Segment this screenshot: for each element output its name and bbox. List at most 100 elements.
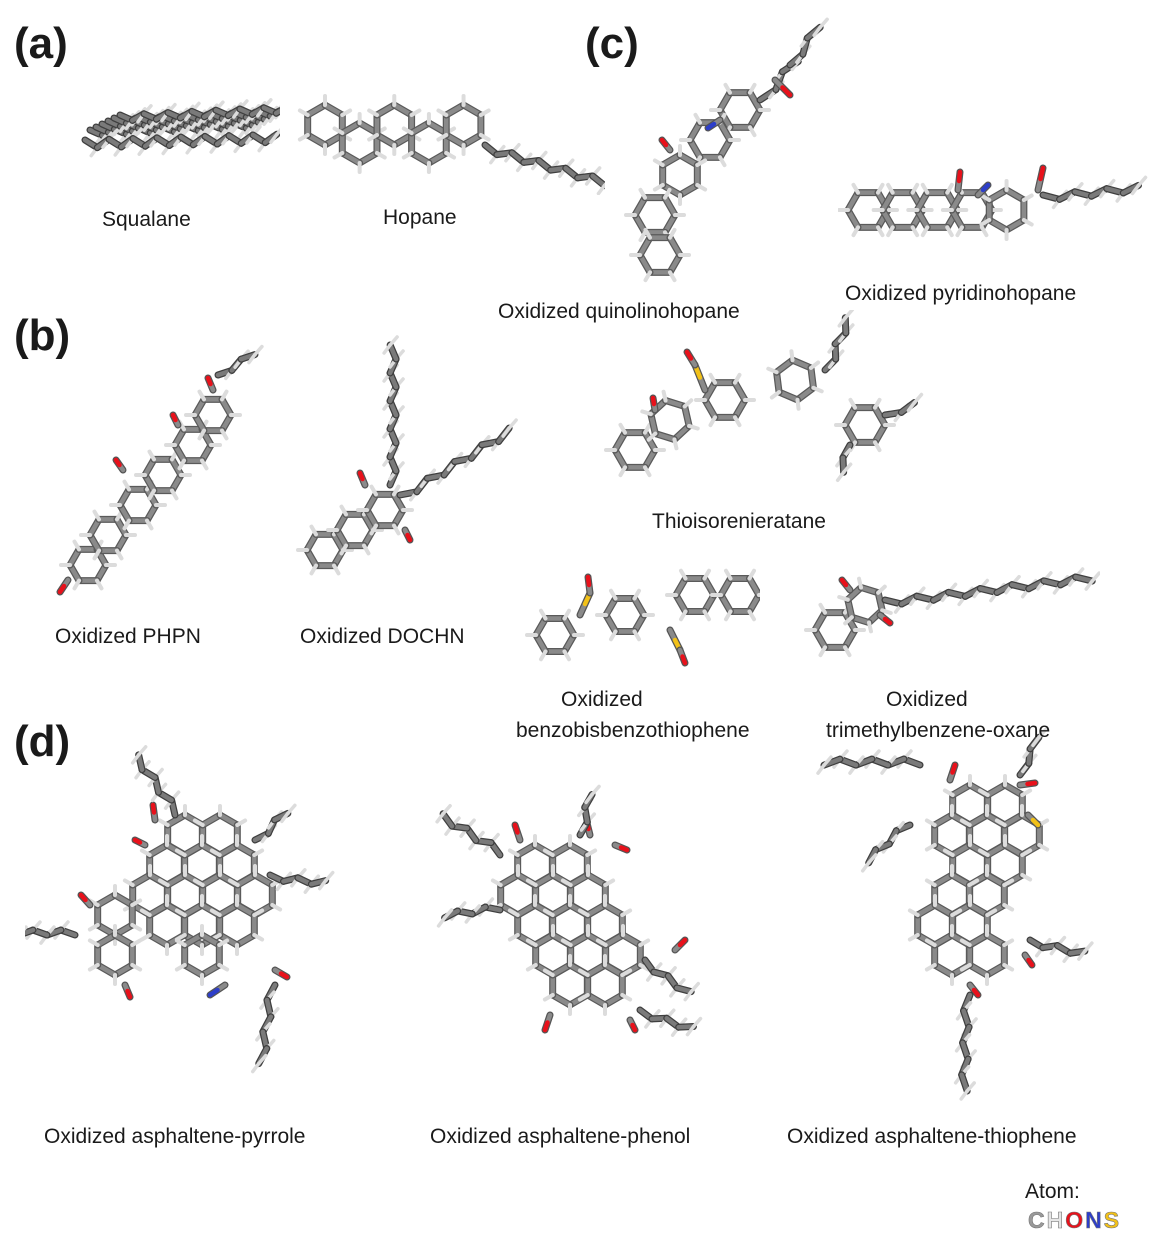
atom-legend-title: Atom: — [1025, 1180, 1080, 1203]
bond — [685, 1024, 696, 1037]
bond — [620, 908, 633, 917]
bond — [646, 431, 658, 442]
bond — [442, 908, 454, 920]
bond — [677, 937, 688, 948]
bond — [642, 430, 658, 453]
bond — [886, 225, 895, 238]
bond — [525, 963, 538, 972]
bond — [150, 802, 157, 815]
molecule-quinolinohopane — [624, 17, 829, 283]
bond — [441, 804, 452, 816]
bond — [872, 405, 888, 428]
bond — [959, 1089, 969, 1101]
bond — [87, 938, 100, 947]
bond — [667, 235, 683, 258]
molecule-pyridinohopane — [838, 164, 1148, 241]
bond — [562, 649, 571, 662]
bond — [174, 933, 187, 942]
bond — [924, 843, 937, 852]
bond — [950, 908, 963, 917]
bond — [708, 415, 717, 428]
bond — [207, 987, 220, 998]
molecule-asphaltene-phenol — [435, 784, 703, 1037]
bond — [643, 465, 652, 478]
bond — [668, 227, 677, 240]
bond — [362, 543, 371, 556]
bond — [695, 158, 708, 167]
bond — [747, 568, 756, 581]
bond — [507, 908, 520, 917]
bond — [157, 818, 170, 827]
bond — [247, 352, 257, 365]
bond — [1038, 165, 1046, 182]
bond — [748, 125, 757, 138]
molecule-asphaltene-thiophene — [816, 727, 1094, 1101]
bond — [1067, 948, 1088, 956]
bond — [652, 158, 665, 167]
bond — [620, 968, 633, 977]
bond — [382, 343, 392, 355]
bond — [361, 512, 376, 533]
bond — [609, 588, 618, 601]
bond — [977, 848, 990, 857]
bond — [507, 418, 518, 430]
bond — [659, 137, 669, 148]
bond — [388, 335, 399, 347]
bond — [609, 629, 618, 642]
bond — [125, 988, 133, 1000]
bond — [945, 225, 954, 238]
bond — [577, 908, 590, 917]
bond — [256, 1053, 268, 1066]
bond — [638, 230, 647, 243]
bond — [906, 400, 917, 413]
bond — [25, 927, 36, 936]
bond — [92, 509, 101, 522]
bond — [332, 563, 341, 576]
bond — [643, 227, 652, 240]
bond — [924, 938, 937, 947]
bond — [136, 752, 145, 772]
bond — [618, 422, 627, 435]
bond — [718, 155, 727, 168]
bond — [323, 870, 335, 883]
bond — [478, 133, 491, 142]
atom-legend-carbon: C — [1028, 1207, 1047, 1234]
bond — [122, 479, 131, 492]
bond — [643, 270, 652, 283]
bond — [139, 933, 152, 942]
bond — [115, 548, 124, 561]
bond — [1136, 175, 1148, 188]
bond — [440, 811, 455, 829]
bond — [197, 428, 206, 441]
bond — [170, 412, 178, 423]
bond — [139, 848, 152, 857]
bond — [130, 938, 143, 947]
bond — [1002, 938, 1015, 947]
bond — [724, 609, 733, 622]
bond — [78, 892, 88, 903]
atom-legend: CHONS — [1028, 1207, 1121, 1234]
bond — [959, 963, 972, 972]
bond — [723, 82, 732, 95]
bond — [924, 878, 937, 887]
bond — [818, 17, 829, 30]
bond — [843, 645, 852, 658]
bond — [839, 577, 849, 588]
bond — [866, 620, 873, 634]
bond — [876, 225, 885, 238]
bond — [136, 745, 148, 757]
panel-label-c: (c) — [585, 19, 639, 68]
bond — [875, 590, 885, 613]
bond — [309, 563, 318, 576]
bond — [882, 616, 893, 626]
label-squalane: Squalane — [102, 208, 191, 231]
bond — [702, 568, 711, 581]
bond — [732, 380, 748, 403]
bond — [227, 878, 240, 887]
bond — [577, 968, 590, 977]
bond — [542, 908, 555, 917]
bond — [851, 225, 860, 238]
bond — [945, 182, 954, 195]
bond — [562, 608, 571, 621]
bond — [679, 609, 688, 622]
